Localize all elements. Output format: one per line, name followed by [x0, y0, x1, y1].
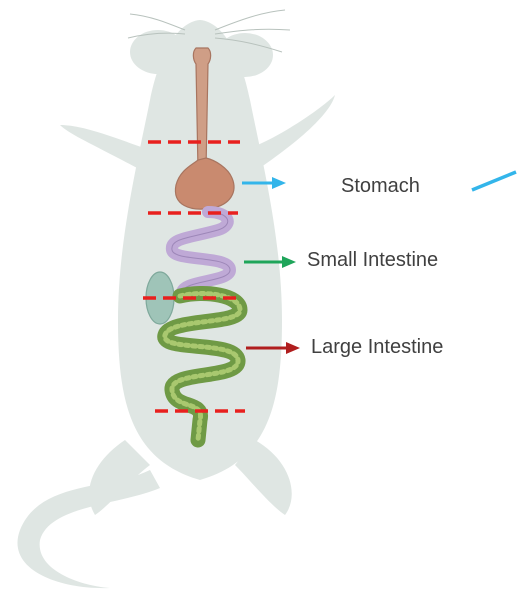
mouse-silhouette: [17, 20, 335, 588]
label-large-intestine: Large Intestine: [311, 335, 443, 359]
blue-pointer-line: [472, 172, 516, 190]
label-stomach: Stomach: [341, 174, 420, 198]
label-small-intestine: Small Intestine: [307, 248, 438, 272]
